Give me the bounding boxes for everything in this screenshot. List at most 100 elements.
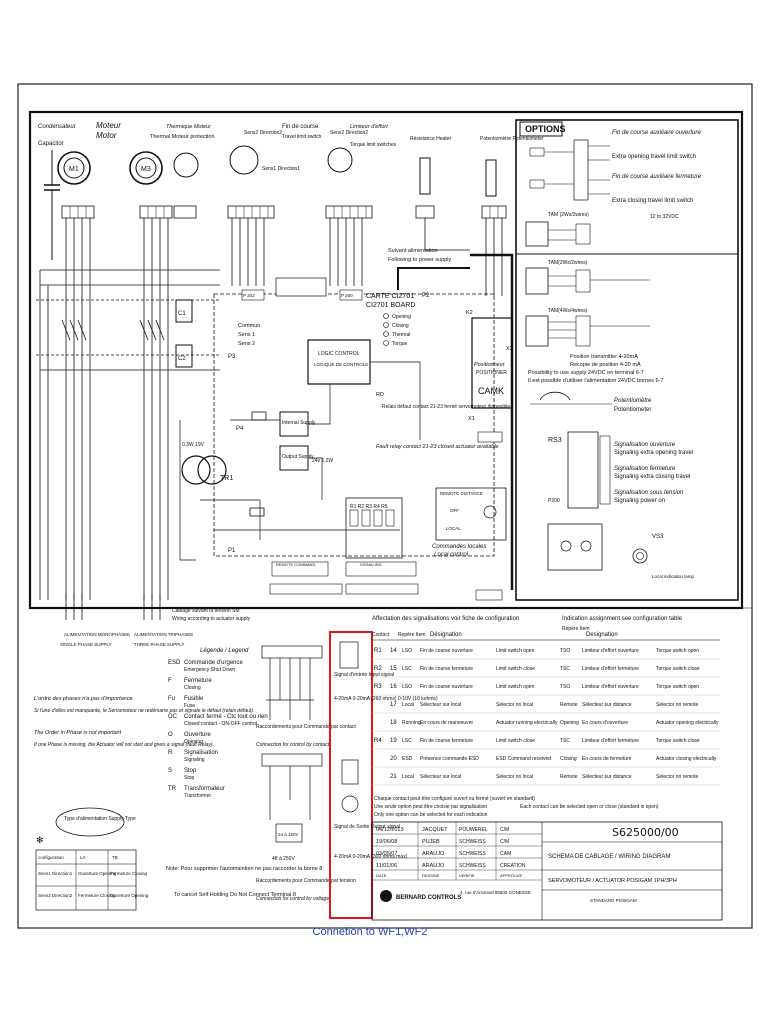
legend-fr: Fusible — [184, 696, 204, 702]
table-cell-code: LSC — [402, 738, 412, 744]
table-cell-fr2: Limiteur d'effort fermeture — [582, 666, 639, 672]
svg-text:Signal d'entrée Input signal: Signal d'entrée Input signal — [334, 672, 394, 678]
svg-text:Opening: Opening — [392, 314, 411, 320]
svg-text:SINGLE PHASE SUPPLY: SINGLE PHASE SUPPLY — [60, 642, 112, 647]
svg-text:REMOTE COMMAND: REMOTE COMMAND — [276, 562, 315, 567]
label-board: CI2701 BOARD — [366, 302, 415, 309]
table-cell-code: Running — [402, 720, 421, 726]
svg-text:Local control: Local control — [434, 552, 469, 558]
table-cell-fr2: En cours de fermeture — [582, 756, 632, 762]
table-cell-n: 14 — [390, 648, 397, 654]
contactor-c1 — [175, 299, 193, 323]
svg-text:PUJEB: PUJEB — [422, 839, 440, 845]
label-following: Following to power supply — [388, 257, 452, 263]
svg-text:THREE PHASE SUPPLY: THREE PHASE SUPPLY — [134, 642, 184, 647]
legend-en: Opening — [184, 739, 203, 745]
local-indication-block — [547, 523, 603, 571]
svg-text:Repère Item: Repère Item — [398, 632, 426, 638]
svg-text:Raccordements pour Commande pa: Raccordements pour Commande par tension — [256, 878, 356, 884]
svg-text:Signalisation sous tension: Signalisation sous tension — [614, 490, 684, 496]
table-cell-n: 16 — [390, 684, 397, 690]
config-table: configuration LA TB Sens1 Direction1 Ouv… — [35, 849, 149, 911]
table-cell-n: 20 — [390, 756, 397, 762]
svg-text:TAM (2Ws/2wires): TAM (2Ws/2wires) — [548, 212, 589, 218]
table-cell-fr: Sélecteur sur local — [420, 774, 461, 780]
svg-text:The Order in Phase is not impo: The Order in Phase is not important — [34, 730, 122, 736]
lamp-icon — [560, 540, 592, 552]
legend-fr: Commande d'urgence — [184, 660, 244, 666]
svg-text:Ouverture Opening: Ouverture Opening — [110, 893, 149, 898]
svg-text:Signaling extra closing travel: Signaling extra closing travel — [614, 474, 690, 480]
svg-text:Potentiometer: Potentiometer — [614, 407, 651, 413]
svg-text:DESSINE: DESSINE — [422, 873, 440, 878]
svg-text:RD: RD — [376, 392, 384, 398]
legend-en: Transformer — [184, 793, 211, 799]
table-cell-en2: Selector on remote — [656, 702, 698, 708]
table-cell-en2: Actuator closing electrically — [656, 756, 717, 762]
table-cell-en: ESD Command received — [496, 756, 551, 762]
options-title: OPTIONS — [525, 124, 566, 134]
heater-icon — [419, 157, 431, 195]
table-cell-t: Closing — [560, 756, 577, 762]
table-cell-code: Local — [402, 774, 414, 780]
label-p3: P3 — [228, 354, 236, 360]
options-box — [515, 119, 739, 601]
svg-text:M3: M3 — [141, 166, 151, 173]
svg-text:Signaling extra opening travel: Signaling extra opening travel — [614, 450, 693, 456]
svg-text:BERNARD CONTROLS: BERNARD CONTROLS — [396, 895, 461, 901]
legend-code: O — [168, 732, 173, 738]
svg-text:Commandes locales: Commandes locales — [432, 544, 486, 550]
svg-text:ALIMENTATION TRIPHASEE: ALIMENTATION TRIPHASEE — [134, 632, 193, 637]
table-cell-fr: Sélecteur sur local — [420, 702, 461, 708]
legend-fr: Fermeture — [184, 678, 212, 684]
svg-text:LA: LA — [80, 855, 86, 860]
label-sens2: Sens2 Direction2 — [244, 130, 282, 136]
table-cell-t: TSO — [560, 684, 570, 690]
svg-text:X1: X1 — [468, 416, 475, 422]
svg-text:04/12/2013: 04/12/2013 — [376, 827, 404, 833]
svg-text:Thermal: Thermal — [392, 332, 410, 338]
legend-en: Fuse — [184, 703, 195, 709]
svg-text:TAM(4Ws/4wires): TAM(4Ws/4wires) — [548, 308, 588, 314]
legend-fr: Ouverture — [184, 732, 211, 738]
label-moteur: Moteur — [96, 121, 121, 130]
label-p2: P2 — [422, 293, 430, 299]
label-sens1: Sens 1 — [238, 332, 255, 338]
table-cell-code: LSC — [402, 666, 412, 672]
svg-text:TB: TB — [112, 855, 118, 860]
svg-text:Connection for control by volt: Connection for control by voltage — [256, 896, 329, 902]
drawing-number: S625000/00 — [612, 826, 679, 839]
svg-text:Raccordements pour Commande pa: Raccordements pour Commande par contact — [256, 724, 356, 730]
table-cell-fr2: Sélecteur sur distance — [582, 702, 632, 708]
svg-text:Signal de Sortie Output signal: Signal de Sortie Output signal — [334, 824, 400, 830]
svg-text:Recopie de position 4-20 mA: Recopie de position 4-20 mA — [570, 362, 641, 368]
title-block: 04/12/2013 19/06/08 03/05/07 11/01/06 JA… — [371, 821, 723, 921]
table-cell-t: Remote — [560, 702, 578, 708]
table-cell-fr2: Sélecteur sur distance — [582, 774, 632, 780]
svg-text:If one Phase is missing, the A: If one Phase is missing, the Actuator wi… — [34, 742, 214, 748]
svg-text:Désignation: Désignation — [430, 632, 462, 638]
svg-text:CAMK: CAMK — [478, 386, 504, 396]
label-torque: Torque limit switches — [350, 142, 397, 148]
table-cell-fr: Fin de course fermeture — [420, 738, 473, 744]
table-cell-t: Remote — [560, 774, 578, 780]
remote-local-selector — [435, 487, 507, 541]
svg-text:03/05/07: 03/05/07 — [376, 851, 397, 857]
table-cell-fr2: En cours d'ouverture — [582, 720, 628, 726]
table-cell-en: Limit switch close — [496, 738, 535, 744]
svg-text:SCHEMA DE CABLAGE / WIRING DIA: SCHEMA DE CABLAGE / WIRING DIAGRAM — [548, 854, 670, 860]
table-cell-fr: Présence commande ESD — [420, 756, 479, 762]
table-cell-t: TSC — [560, 738, 570, 744]
legend-en: Closed contact - ON-OFF control — [184, 721, 257, 727]
svg-text:REMOTE DISTANCE: REMOTE DISTANCE — [440, 491, 483, 496]
svg-text:Wiring according to actuator s: Wiring according to actuator supply — [172, 616, 251, 622]
table-cell-fr2: Limiteur d'effort ouverture — [582, 648, 639, 654]
svg-text:OFF: OFF — [450, 508, 459, 513]
torque-switch-icon — [327, 147, 353, 173]
table-cell-en: Limit switch open — [496, 648, 535, 654]
svg-text:LOGIC CONTROL: LOGIC CONTROL — [318, 351, 360, 357]
label-sens2b: Sens2 Direction2 — [330, 130, 368, 136]
svg-text:Signaling power on: Signaling power on — [614, 498, 665, 504]
